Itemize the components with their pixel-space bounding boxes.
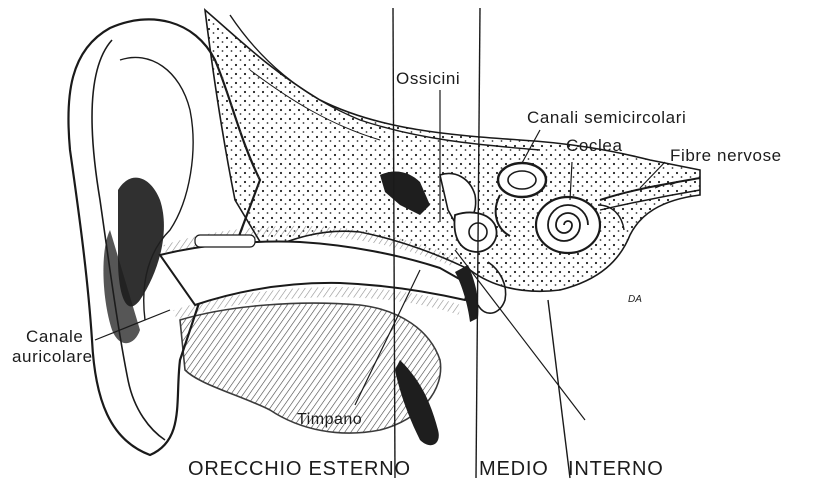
artist-signature: DA	[628, 295, 642, 305]
section-label-esterno: ORECCHIO ESTERNO	[188, 459, 411, 479]
section-label-interno: INTERNO	[568, 459, 664, 479]
section-label-medio: MEDIO	[479, 459, 549, 479]
ossicini-label: Ossicini	[396, 70, 460, 87]
timpano-label: Timpano	[297, 412, 362, 428]
fibre-nervose-label: Fibre nervose	[670, 147, 782, 164]
coclea-label: Coclea	[566, 137, 623, 154]
canali-semicircolari-label: Canali semicircolari	[527, 109, 686, 126]
canale-label-line2: auricolare	[12, 348, 93, 365]
canale-label-line1: Canale	[26, 328, 83, 345]
